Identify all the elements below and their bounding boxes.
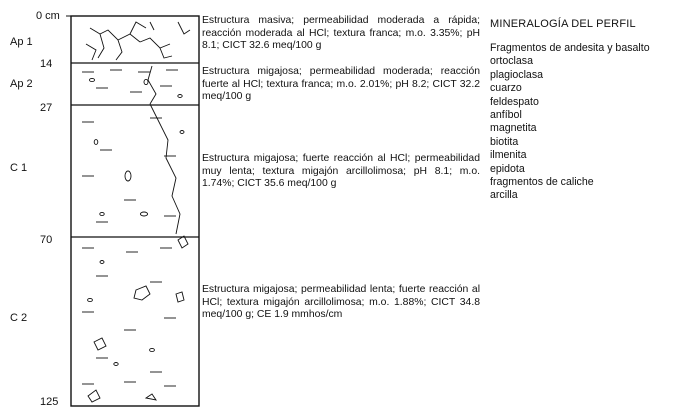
mineral-item: plagioclasa: [490, 68, 544, 81]
depth-27: 27: [40, 102, 53, 114]
description-ap2: Estructura migajosa; permeabilidad moder…: [202, 66, 480, 103]
description-ap1: Estructura masiva; permeabilidad moderad…: [202, 15, 480, 52]
mineral-item: anfíbol: [490, 109, 522, 122]
mineral-item: epidota: [490, 162, 525, 175]
texture-c2: [82, 235, 189, 403]
mineral-item: ilmenita: [490, 149, 527, 162]
texture-c1: [82, 103, 185, 235]
depth-70: 70: [40, 234, 53, 246]
mineralogy-list: Fragmentos de andesita y basalto ortocla…: [490, 42, 650, 203]
description-c2: Estructura migajosa; permeabilidad lenta…: [202, 284, 480, 321]
mineralogy-title: MINERALOGÍA DEL PERFIL: [490, 18, 636, 30]
depth-0: 0 cm: [36, 10, 60, 22]
mineral-item: fragmentos de caliche: [490, 176, 594, 189]
description-c1: Estructura migajosa; fuerte reacción al …: [202, 153, 480, 190]
horizon-ap1: Ap 1: [10, 36, 33, 48]
horizon-c1: C 1: [10, 162, 28, 174]
mineral-item: cuarzo: [490, 82, 522, 95]
mineral-item: Fragmentos de andesita y basalto: [490, 42, 650, 54]
mineral-item: arcilla: [490, 189, 518, 202]
depth-125: 125: [40, 396, 59, 408]
horizon-ap2: Ap 2: [10, 78, 33, 90]
depth-14: 14: [40, 58, 53, 70]
roots-ap1: [85, 21, 191, 61]
profile-column: [70, 15, 200, 407]
mineral-item: ortoclasa: [490, 55, 533, 68]
mineral-item: feldespato: [490, 95, 539, 108]
mineral-item: magnetita: [490, 122, 537, 135]
mineral-item: biotita: [490, 135, 519, 148]
texture-ap2: [82, 65, 183, 105]
horizon-c2: C 2: [10, 312, 28, 324]
